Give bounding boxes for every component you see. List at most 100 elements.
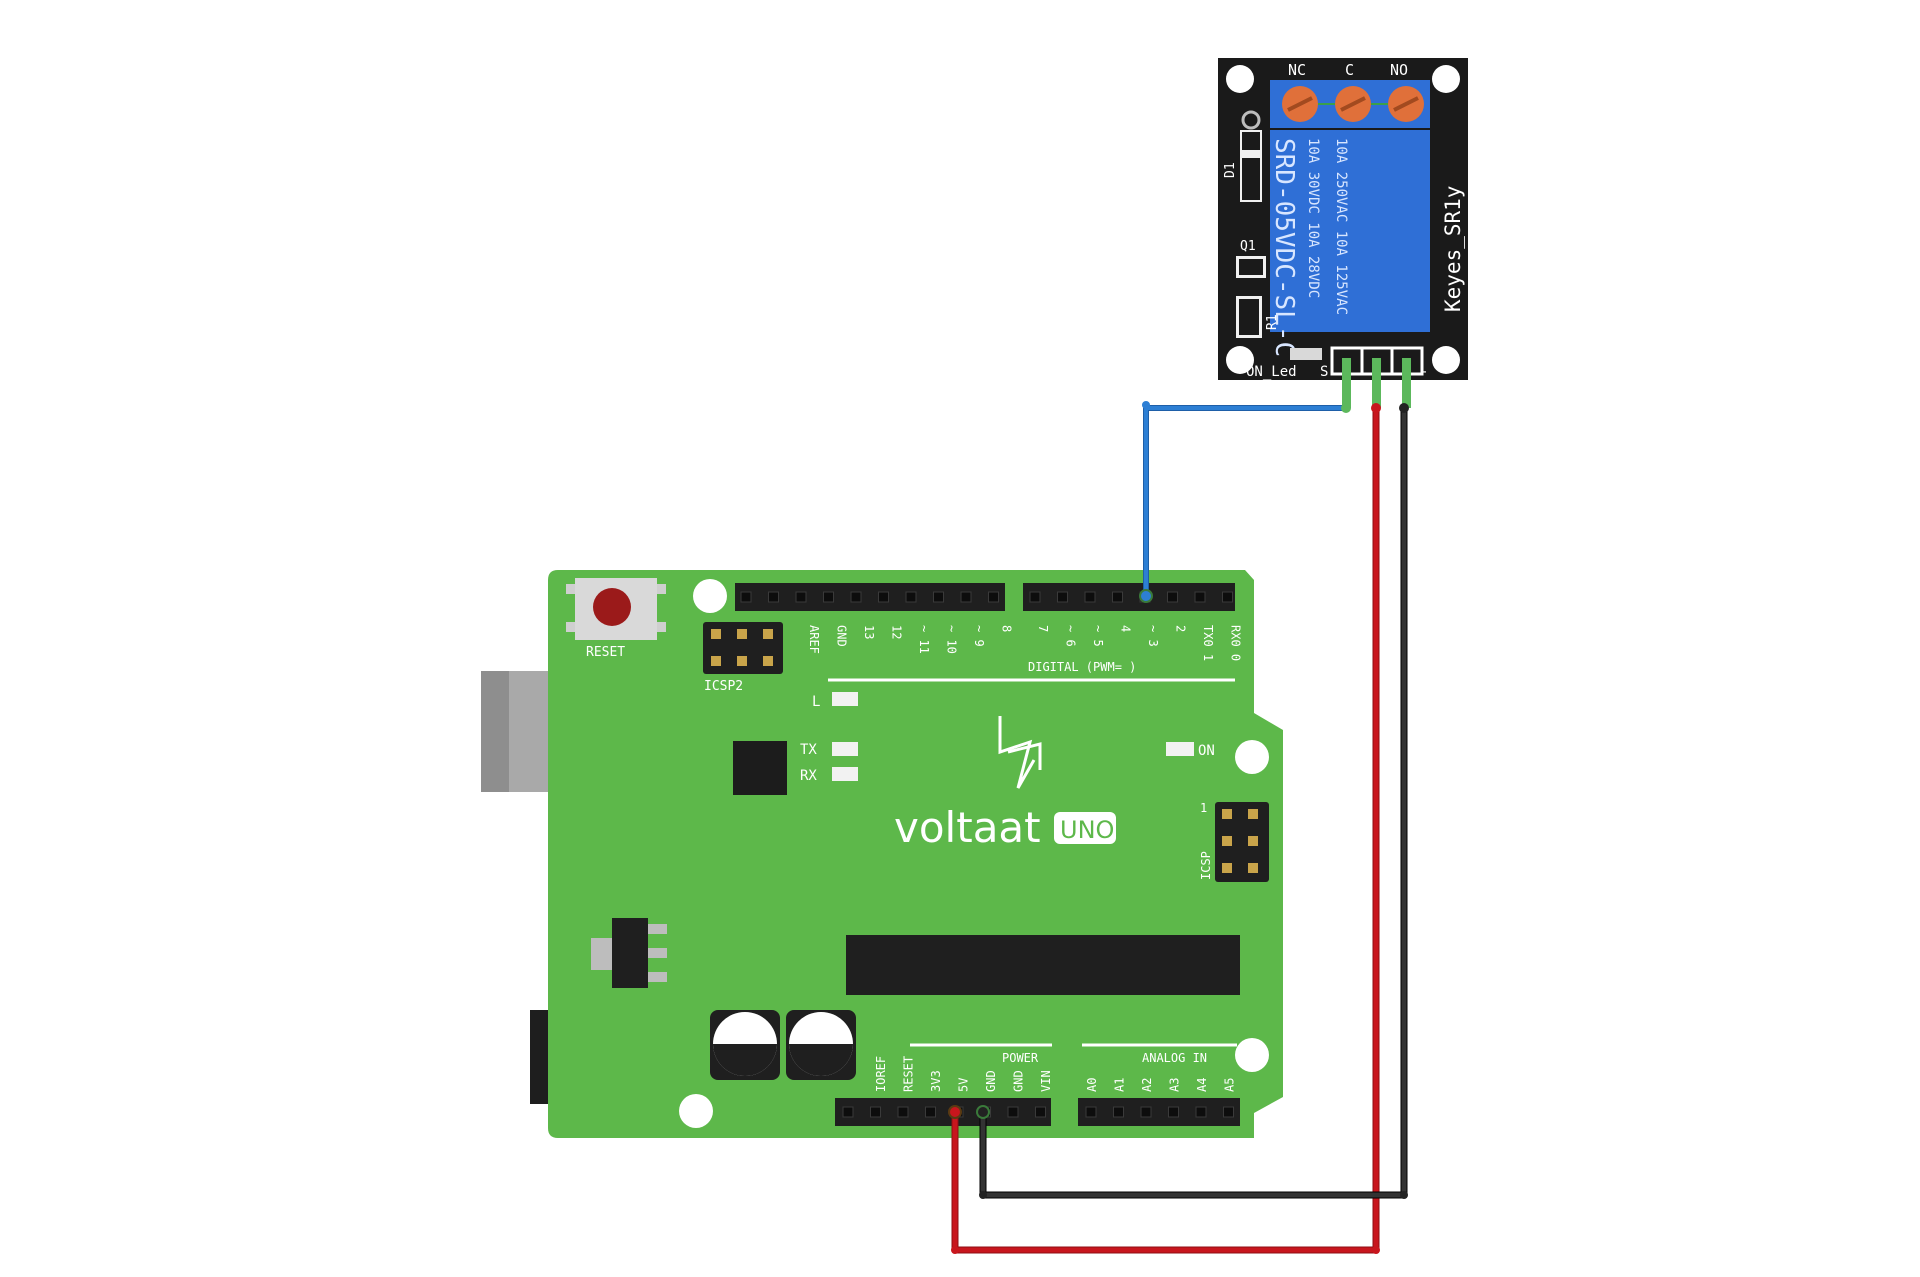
power-pin[interactable] <box>870 1106 881 1118</box>
relay-mount-hole <box>1226 346 1254 374</box>
terminal-label-nc: NC <box>1288 61 1306 79</box>
digital-pin[interactable] <box>850 591 862 603</box>
pin-label: RESET <box>902 1056 916 1092</box>
analog-caption: ANALOG IN <box>1142 1051 1207 1065</box>
digital-pin[interactable] <box>1194 591 1206 603</box>
power-pin[interactable] <box>1035 1106 1046 1118</box>
pin-label: ~ 5 <box>1091 625 1105 647</box>
pin-label: A4 <box>1195 1078 1209 1092</box>
reset-button[interactable] <box>593 588 631 626</box>
pin-label: 8 <box>1000 625 1014 632</box>
microcontroller-chip <box>846 935 1240 995</box>
led-tx <box>832 742 858 756</box>
relay-mount-hole <box>1226 65 1254 93</box>
digital-caption: DIGITAL (PWM= ) <box>1028 660 1136 674</box>
d1-label: D1 <box>1223 162 1238 178</box>
pin-label: 5V <box>957 1078 971 1092</box>
analog-pin[interactable] <box>1195 1106 1207 1118</box>
digital-pin[interactable] <box>988 591 999 603</box>
wire-signal[interactable] <box>1143 405 1349 599</box>
analog-pin[interactable] <box>1140 1106 1152 1118</box>
pin-label: 13 <box>862 625 876 639</box>
power-pin[interactable] <box>1007 1106 1019 1118</box>
relay-model: SRD-05VDC-SL-C <box>1269 138 1299 357</box>
led-rx <box>832 767 858 781</box>
digital-left-pins <box>740 591 999 603</box>
power-pin[interactable] <box>925 1106 936 1118</box>
regulator-tab <box>591 938 613 970</box>
digital-pin[interactable] <box>795 591 807 603</box>
pin-label: VIN <box>1039 1070 1053 1092</box>
digital-pin[interactable] <box>933 591 944 603</box>
pin-label: 3V3 <box>929 1070 943 1092</box>
icsp-pin1-label: 1 <box>1200 801 1207 815</box>
screw-terminal-no[interactable] <box>1388 86 1424 122</box>
power-pin[interactable] <box>897 1106 909 1118</box>
on-led <box>1290 348 1322 360</box>
digital-pin[interactable] <box>1222 591 1233 603</box>
power-caption: POWER <box>1002 1051 1039 1065</box>
pin-label: 12 <box>890 625 904 639</box>
pin-label: GND <box>984 1070 998 1092</box>
screw-terminal-nc[interactable] <box>1282 86 1318 122</box>
pin-label: ~ 6 <box>1064 625 1078 647</box>
power-header <box>835 1098 1051 1126</box>
digital-pin[interactable] <box>1084 591 1096 603</box>
capacitor <box>710 1010 780 1080</box>
digital-pin[interactable] <box>740 591 752 603</box>
digital-pin[interactable] <box>878 591 889 603</box>
pin-label: A5 <box>1223 1078 1237 1092</box>
screw-terminal-c[interactable] <box>1335 86 1371 122</box>
relay-mount-hole <box>1432 65 1460 93</box>
analog-pin[interactable] <box>1223 1106 1234 1118</box>
analog-pin[interactable] <box>1113 1106 1124 1118</box>
pin-label: GND <box>835 625 849 647</box>
capacitor <box>786 1010 856 1080</box>
digital-pin[interactable] <box>905 591 917 603</box>
pin-label: IOREF <box>874 1056 888 1092</box>
relay-pin-signal[interactable] <box>1342 358 1351 408</box>
usb-connector-shade <box>481 671 509 792</box>
digital-pin[interactable] <box>1112 591 1123 603</box>
digital-pin[interactable] <box>823 591 834 603</box>
pin-label: ~ 3 <box>1146 625 1160 647</box>
relay-pin-gnd[interactable] <box>1402 358 1411 408</box>
pin-minus-label: - <box>1420 364 1428 380</box>
relay-mount-hole <box>1432 346 1460 374</box>
pin-label: 2 <box>1174 625 1188 632</box>
mounting-hole <box>1235 1038 1269 1072</box>
pin-label: ~ 11 <box>917 625 931 654</box>
terminal-label-no: NO <box>1390 61 1408 79</box>
pin-label: RX0 0 <box>1229 625 1243 661</box>
brand-badge-bg <box>1054 812 1116 844</box>
digital-pin[interactable] <box>1029 591 1041 603</box>
led-rx-label: RX <box>800 768 817 784</box>
pin-label: A2 <box>1140 1078 1154 1092</box>
pin-label: A1 <box>1113 1078 1127 1092</box>
power-pin[interactable] <box>842 1106 854 1118</box>
led-on <box>1166 742 1194 756</box>
reset-label: RESET <box>586 645 625 660</box>
relay-pin-vcc[interactable] <box>1372 358 1381 408</box>
relay-module: NC C NO SRD-05VDC-SL-C 10A 250VAC 10A 12… <box>1218 58 1468 408</box>
digital-pin[interactable] <box>1167 591 1178 603</box>
digital-pin[interactable] <box>768 591 779 603</box>
mounting-hole <box>693 579 727 613</box>
relay-brand: Keyes_SR1y <box>1441 186 1465 312</box>
analog-pin[interactable] <box>1085 1106 1097 1118</box>
wires <box>948 401 1409 1254</box>
voltage-regulator <box>612 918 648 988</box>
board-pcb <box>548 570 1283 1138</box>
digital-pin[interactable] <box>1057 591 1068 603</box>
pin-label: ~ 9 <box>972 625 986 647</box>
analog-pin[interactable] <box>1168 1106 1179 1118</box>
digital-pin[interactable] <box>960 591 972 603</box>
brand-badge: UNO <box>1060 816 1114 844</box>
led-l <box>832 692 858 706</box>
led-l-label: L <box>812 694 820 710</box>
icsp2-label: ICSP2 <box>704 679 743 694</box>
pin-label: TX0 1 <box>1201 625 1215 661</box>
